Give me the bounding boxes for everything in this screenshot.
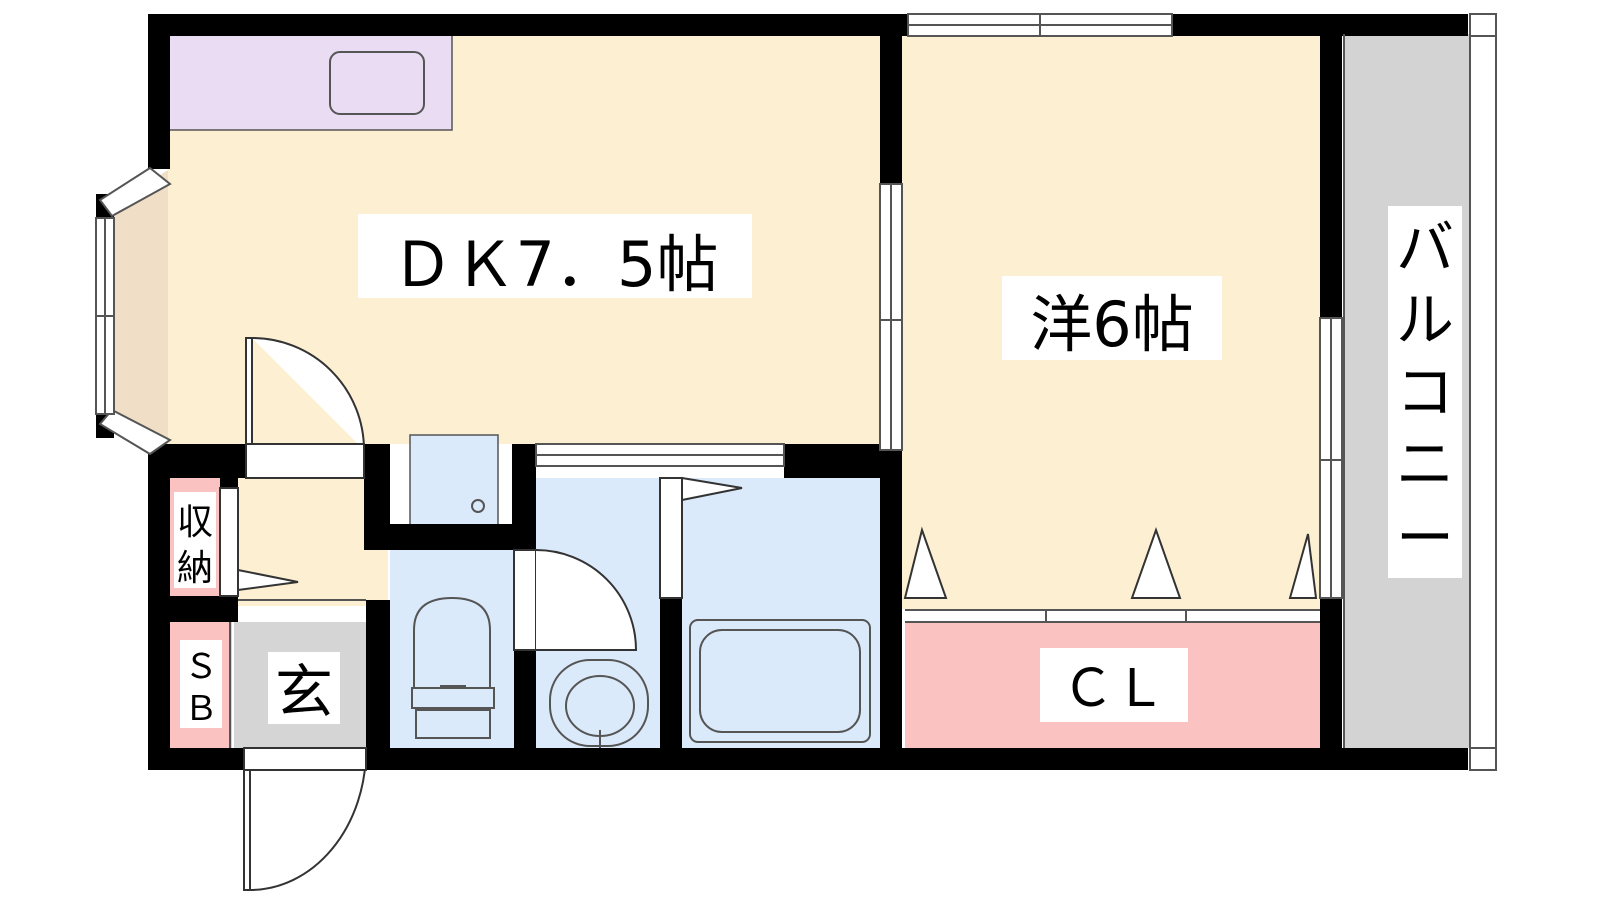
balcony-char: コ bbox=[1396, 358, 1454, 426]
bath-door bbox=[659, 476, 743, 599]
bay-window-floor bbox=[112, 170, 168, 450]
balcony-char: ニ bbox=[1396, 430, 1454, 498]
balcony-rail bbox=[1469, 13, 1497, 771]
fixtures bbox=[329, 51, 871, 748]
laundry-pan-floor bbox=[409, 434, 499, 526]
top-window bbox=[907, 13, 1173, 37]
balcony-char: ー bbox=[1396, 504, 1454, 572]
bath-sliding-door bbox=[535, 443, 785, 467]
partitions bbox=[229, 34, 1345, 748]
balcony-label-bg bbox=[1388, 206, 1462, 578]
closet-label-bg bbox=[1040, 648, 1188, 722]
labels: ＤＫ7．5帖 洋6帖 ＣＬ 玄 バ ル コ ニ ー 収 納 Ｓ Ｂ bbox=[174, 206, 1462, 729]
balcony-char: ル bbox=[1396, 286, 1454, 354]
toilet-icon bbox=[411, 596, 495, 739]
washroom-door bbox=[513, 549, 638, 651]
laundry-drain bbox=[471, 499, 485, 513]
western-room-label: 洋6帖 bbox=[1030, 288, 1193, 361]
windows bbox=[95, 13, 1497, 771]
bathroom-floor bbox=[678, 478, 884, 748]
closet-doors bbox=[903, 526, 1318, 599]
storage-door bbox=[219, 487, 299, 597]
kitchen-sink bbox=[329, 51, 425, 115]
dk-label-bg bbox=[358, 214, 752, 298]
shoe-box-char: Ｂ bbox=[184, 689, 218, 729]
entrance-label: 玄 bbox=[275, 658, 333, 726]
western-label-bg bbox=[1002, 276, 1222, 360]
wash-basin-icon bbox=[549, 659, 649, 748]
shoe-box-label-bg bbox=[180, 640, 222, 728]
dk-label: ＤＫ7．5帖 bbox=[392, 228, 719, 301]
storage-char: 収 bbox=[177, 502, 213, 543]
storage-label-bg bbox=[174, 492, 216, 588]
doors bbox=[219, 337, 1318, 891]
kitchen-counter bbox=[167, 33, 453, 131]
shoe-box-char: Ｓ bbox=[184, 647, 218, 687]
bay-window bbox=[95, 166, 172, 456]
balcony-window bbox=[1319, 317, 1343, 599]
bathtub-icon bbox=[689, 619, 871, 743]
entrance-label-bg bbox=[268, 652, 340, 724]
hall-door bbox=[245, 337, 365, 479]
entrance-door bbox=[243, 747, 367, 891]
toilet-floor bbox=[390, 550, 515, 748]
walls bbox=[96, 14, 1468, 770]
balcony-char: バ bbox=[1396, 214, 1454, 282]
divider-window bbox=[879, 183, 903, 451]
storage-char: 納 bbox=[177, 548, 213, 589]
closet-label: ＣＬ bbox=[1062, 659, 1166, 719]
